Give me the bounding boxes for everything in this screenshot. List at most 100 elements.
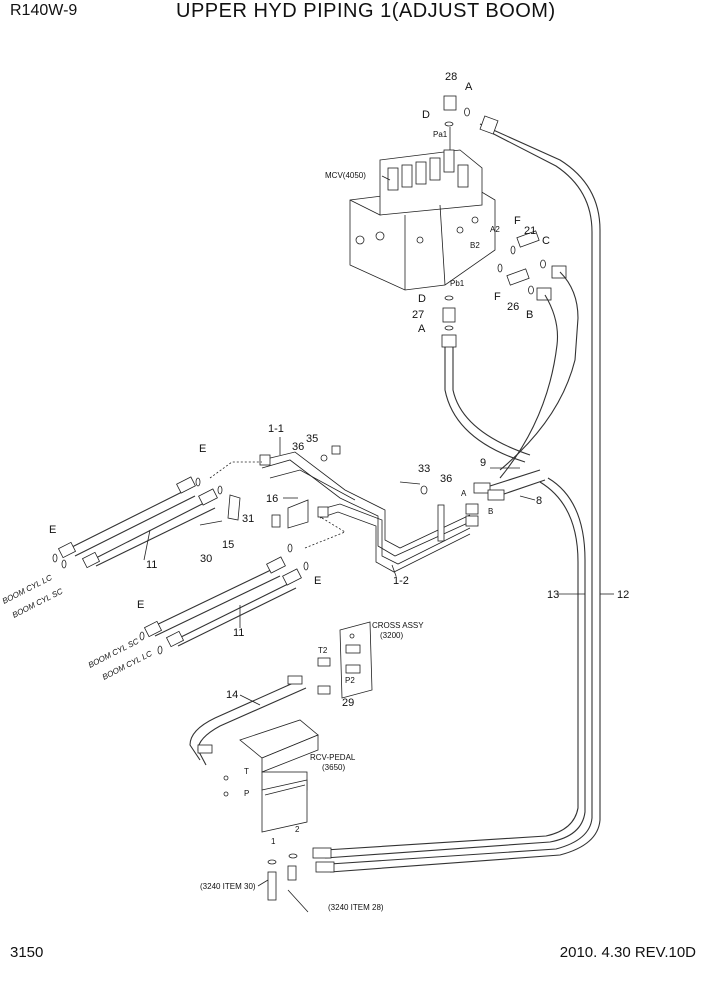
- oring-bottom-2: [288, 853, 298, 859]
- hoses-11-lower: [149, 567, 297, 647]
- hose-14-end-top: [287, 675, 303, 685]
- hose-fitting-b: [536, 287, 552, 301]
- hose-11-end-5: [266, 556, 286, 574]
- oring-e-left1: [52, 553, 58, 563]
- bolt-33: [399, 481, 421, 485]
- oring-f-2: [497, 263, 503, 273]
- oring-a-top: [464, 107, 470, 117]
- stud-31: [271, 514, 281, 528]
- callout-a-top: A: [465, 81, 473, 93]
- oring-e-left3: [157, 645, 163, 655]
- pipe-end-b: [465, 515, 479, 527]
- page-title: UPPER HYD PIPING 1(ADJUST BOOM): [176, 0, 556, 22]
- callout-b: B: [526, 309, 533, 321]
- washer-36-lower: [420, 485, 428, 495]
- bolt-30: [199, 520, 223, 526]
- callout-1-1: 1-1: [268, 423, 284, 435]
- oring-e-top2: [217, 485, 223, 495]
- revision-date: 2010. 4.30 REV.10D: [559, 944, 696, 961]
- label-t2: T2: [318, 646, 328, 655]
- elbow-28: [443, 95, 457, 111]
- hose-12-fitting-top: [479, 115, 499, 135]
- oring-e-left2: [139, 631, 145, 641]
- hose-fitting-pb1: [441, 334, 457, 348]
- callout-28: 28: [445, 71, 457, 83]
- item-30-connector: [267, 871, 277, 901]
- callout-13: 13: [547, 589, 559, 601]
- label-p2: P2: [345, 676, 355, 685]
- pipe-1-2: [317, 503, 471, 573]
- clamp-15: [227, 494, 241, 521]
- callout-1-2: 1-2: [393, 575, 409, 587]
- bracket-16: [287, 499, 309, 529]
- oring-b: [528, 285, 534, 295]
- connector-27: [442, 307, 456, 323]
- tee-t2: [317, 657, 331, 667]
- callout-e-1: E: [199, 443, 206, 455]
- callout-e-4: E: [137, 599, 144, 611]
- callout-14: 14: [226, 689, 238, 701]
- adapter-26: [506, 268, 530, 286]
- label-cross-assy-no: (3200): [380, 631, 403, 640]
- callout-35: 35: [306, 433, 318, 445]
- oring-bottom-1: [267, 859, 277, 865]
- oring-f-1: [510, 245, 516, 255]
- callout-30: 30: [200, 553, 212, 565]
- pipe-end-2: [317, 506, 329, 518]
- page-number: 3150: [10, 944, 44, 961]
- callout-21: 21: [524, 225, 536, 237]
- callout-8: 8: [536, 495, 542, 507]
- hose-11-end-4: [81, 551, 101, 569]
- pipe-end-a: [465, 503, 479, 515]
- hose-11-end-6: [282, 568, 302, 586]
- callout-31: 31: [242, 513, 254, 525]
- oring-e-mid2: [303, 561, 309, 571]
- label-port-2: 2: [295, 825, 300, 834]
- hose-12-fitting-bottom: [315, 861, 335, 873]
- callout-36-lower: 36: [440, 473, 452, 485]
- model-code: R140W-9: [10, 2, 78, 19]
- label-3240-item-30: (3240 ITEM 30): [200, 882, 256, 891]
- hose-11-end-2: [198, 488, 218, 506]
- label-p: P: [244, 789, 249, 798]
- mcv-valve: [349, 149, 496, 291]
- pipe-1-1: [261, 451, 471, 557]
- adapter-21: [516, 230, 540, 248]
- label-a-port: A: [461, 489, 467, 498]
- callout-e-2: E: [49, 524, 56, 536]
- washer-36-upper: [320, 454, 328, 462]
- pipe-end-1: [259, 454, 271, 466]
- label-mcv: MCV(4050): [325, 171, 366, 180]
- callout-29: 29: [342, 697, 354, 709]
- callout-33: 33: [418, 463, 430, 475]
- hose-13: [324, 477, 586, 859]
- callout-12: 12: [617, 589, 629, 601]
- oring-d-top: [444, 121, 454, 127]
- hose-11-end-1: [176, 476, 196, 494]
- callout-d-top: D: [422, 109, 430, 121]
- label-a2: A2: [490, 225, 500, 234]
- callout-d-bottom: D: [418, 293, 426, 305]
- hose-12: [329, 123, 601, 873]
- label-b-port: B: [488, 507, 493, 516]
- item-28-connector: [287, 865, 297, 881]
- cross-assy: [339, 621, 373, 699]
- callout-a-mid: A: [418, 323, 426, 335]
- fitting-p: [223, 791, 229, 797]
- oring-c: [540, 259, 546, 269]
- clamp-bracket: [437, 504, 445, 542]
- callout-11-lower: 11: [233, 627, 244, 639]
- rcv-pedal: [239, 719, 319, 833]
- label-3240-item-28: (3240 ITEM 28): [328, 903, 384, 912]
- hose-11-end-8: [165, 630, 185, 648]
- label-pb1: Pb1: [450, 279, 465, 288]
- oring-e-left4: [61, 559, 67, 569]
- oring-e-top1: [195, 477, 201, 487]
- oring-a-mid: [444, 325, 454, 331]
- callout-9: 9: [480, 457, 486, 469]
- callout-c: C: [542, 235, 550, 247]
- label-pa1: Pa1: [433, 130, 448, 139]
- callout-11-upper: 11: [146, 559, 157, 571]
- hose-11-end-7: [143, 620, 163, 638]
